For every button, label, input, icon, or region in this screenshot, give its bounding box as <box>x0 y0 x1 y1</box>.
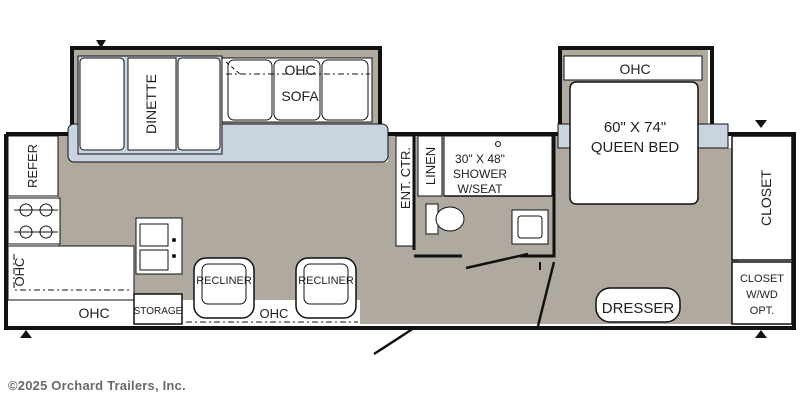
recliner-ohc-label: OHC <box>260 306 289 321</box>
bathroom <box>395 135 556 270</box>
shower-seat-label: W/SEAT <box>457 182 503 196</box>
slide-marker-top-left <box>96 40 106 48</box>
closet-wd-label-1: CLOSET <box>740 273 784 285</box>
recliner-left-label: RECLINER <box>196 275 252 287</box>
slide-marker-bottom-left <box>20 330 32 338</box>
kitchen-ohc-label: OHC <box>78 305 109 321</box>
shower-size-label: 30" X 48" <box>455 152 505 166</box>
closet-wd-label-3: OPT. <box>750 305 774 317</box>
recliners <box>186 257 358 323</box>
dinette-label: DINETTE <box>143 74 159 134</box>
recliner-right-label: RECLINER <box>298 275 354 287</box>
storage-label: STORAGE <box>134 306 183 317</box>
kitchen-ohc-vertical-label: OHC <box>12 258 27 287</box>
closets <box>731 135 793 325</box>
walls <box>4 46 796 330</box>
dinette-sofa-slide <box>67 55 389 163</box>
closet-wd-label-2: W/WD <box>746 289 778 301</box>
bedroom-ohc-label: OHC <box>619 61 650 77</box>
sofa-label: SOFA <box>281 88 319 104</box>
closet-label: CLOSET <box>758 170 774 226</box>
doors <box>373 261 556 356</box>
copyright-footer: ©2025 Orchard Trailers, Inc. <box>8 378 186 393</box>
queen-bed-label: QUEEN BED <box>591 139 680 156</box>
linen-label: LINEN <box>423 147 438 185</box>
ent-ctr-label: ENT. CTR. <box>398 147 413 209</box>
slide-marker-bottom-right <box>755 330 767 338</box>
dresser <box>595 287 681 323</box>
queen-bed-size-label: 60" X 74" <box>604 119 666 136</box>
dresser-label: DRESSER <box>602 300 675 317</box>
refer-label: REFER <box>25 144 40 188</box>
slide-marker-top-right <box>755 120 767 128</box>
bedroom-slide <box>557 55 729 205</box>
sofa-ohc-label: OHC <box>284 62 315 78</box>
kitchen <box>7 135 183 325</box>
shower-label: SHOWER <box>453 167 507 181</box>
